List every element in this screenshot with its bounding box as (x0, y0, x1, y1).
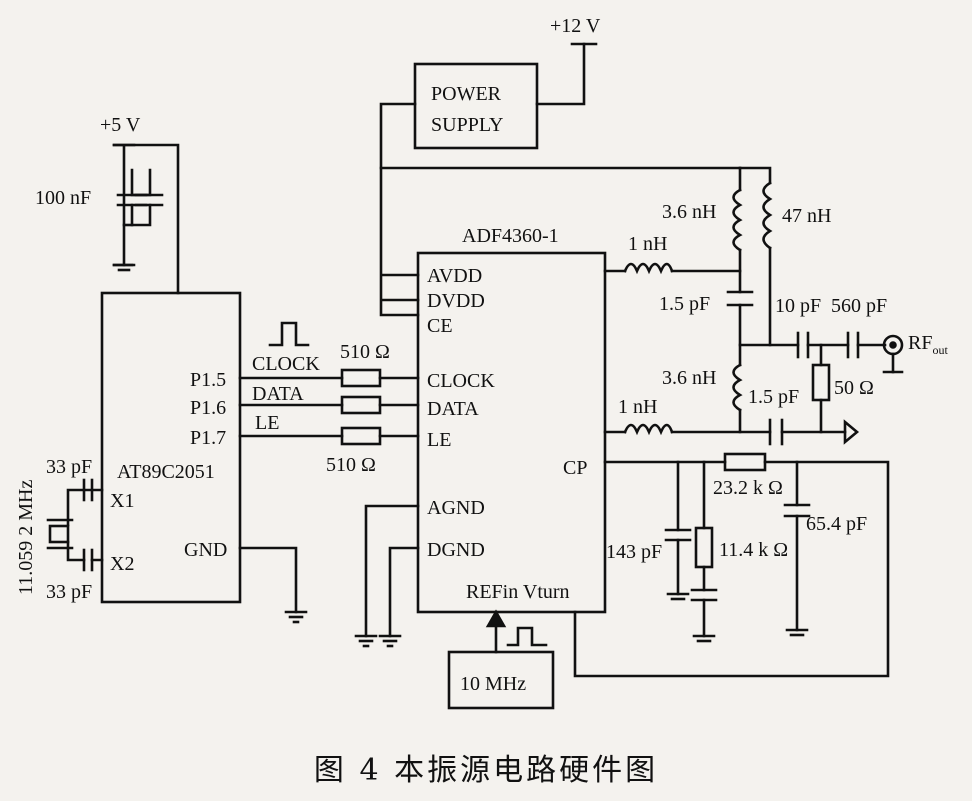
cap-33pf-top-label: 33 pF (46, 456, 92, 478)
ref-osc-block (447, 650, 555, 710)
mcu-p17: P1.7 (190, 427, 226, 449)
net-data: DATA (252, 383, 304, 405)
pin-ce: CE (427, 315, 453, 337)
mcu-p16: P1.6 (190, 397, 226, 419)
ground-icon (692, 634, 716, 643)
capacitor-10pf (796, 331, 810, 359)
pll-chip-block (416, 251, 607, 614)
l-47nh-label: 47 nH (782, 205, 831, 227)
inductor-1nh-top (623, 262, 674, 275)
ground-icon (785, 628, 809, 637)
pin-avdd: AVDD (427, 265, 482, 287)
capacitor-100nf (116, 193, 164, 207)
crystal-label: 11.059 2 MHz (15, 480, 37, 595)
r-23-2k-label: 23.2 k Ω (713, 477, 783, 499)
vcc5-label: +5 V (100, 114, 141, 136)
capacitor-65-4pf (783, 503, 811, 518)
resistor-23-2k (723, 452, 767, 472)
ref-pulse-icon (506, 626, 548, 647)
pin-dvdd: DVDD (427, 290, 485, 312)
capacitor-1-5pf-bottom (768, 418, 784, 446)
ground-icon (378, 634, 402, 648)
capacitor-560pf (846, 331, 860, 359)
c-143pf-label: 143 pF (606, 541, 662, 563)
mcu-gnd: GND (184, 539, 227, 561)
mcu-p15: P1.5 (190, 369, 226, 391)
vcc12-label: +12 V (550, 15, 601, 37)
ground-icon (112, 263, 136, 272)
pin-clock: CLOCK (427, 370, 495, 392)
output-arrow-icon (843, 419, 860, 445)
ground-icon (354, 634, 378, 648)
power-supply-line1: POWER (431, 83, 502, 105)
resistor-le-label: 510 Ω (326, 454, 376, 476)
pin-refin: REFin Vturn (466, 581, 570, 603)
capacitor-33pf-1 (82, 478, 94, 502)
r-11-4k-label: 11.4 k Ω (719, 539, 788, 561)
pin-cp: CP (563, 457, 587, 479)
c-1-5pf-bottom-label: 1.5 pF (748, 386, 799, 408)
mcu-x2: X2 (110, 553, 134, 575)
resistor-clock (340, 368, 382, 388)
ground-icon (284, 610, 308, 624)
net-clock: CLOCK (252, 353, 320, 375)
pin-dgnd: DGND (427, 539, 485, 561)
net-le: LE (255, 412, 279, 434)
l-3-6nh-top-label: 3.6 nH (662, 201, 716, 223)
crystal-symbol (46, 518, 74, 550)
l-1nh-top-label: 1 nH (628, 233, 667, 255)
ref-osc-label: 10 MHz (460, 673, 526, 695)
resistor-clock-label: 510 Ω (340, 341, 390, 363)
cap-33pf-bottom-label: 33 pF (46, 581, 92, 603)
clock-pulse-icon (268, 321, 310, 347)
pin-agnd: AGND (427, 497, 485, 519)
pin-data: DATA (427, 398, 479, 420)
pll-chip-name: ADF4360-1 (462, 225, 559, 247)
mcu-block (100, 291, 242, 604)
pin-le: LE (427, 429, 451, 451)
resistor-data (340, 395, 382, 415)
inductor-3-6nh-bottom (732, 363, 743, 412)
cap-100nf-label: 100 nF (35, 187, 91, 209)
rf-out-connector-icon (882, 334, 904, 374)
l-1nh-bottom-label: 1 nH (618, 396, 657, 418)
wiring (66, 42, 890, 678)
figure-caption: 图 4 本振源电路硬件图 (314, 753, 658, 788)
inductor-3-6nh-top (732, 188, 743, 252)
rf-out-label: RFout (908, 332, 948, 357)
capacitor-143pf (664, 528, 692, 542)
resistor-11-4k (694, 526, 714, 569)
capacitor-33pf-2 (82, 548, 94, 572)
power-supply-block (413, 62, 539, 150)
refin-arrow-icon (485, 609, 507, 628)
inductor-1nh-bottom (623, 423, 674, 436)
resistor-le (340, 426, 382, 446)
c-560pf-label: 560 pF (831, 295, 887, 317)
inductor-47nh (762, 181, 773, 250)
mcu-x1: X1 (110, 490, 134, 512)
r-50-label: 50 Ω (834, 377, 874, 399)
resistor-50-ohm (811, 363, 831, 402)
power-supply-line2: SUPPLY (431, 114, 503, 136)
ground-icon (666, 592, 690, 601)
ground-symbols (112, 263, 809, 648)
c-65-4pf-label: 65.4 pF (806, 513, 867, 535)
c-1-5pf-top-label: 1.5 pF (659, 293, 710, 315)
c-10pf-label: 10 pF (775, 295, 821, 317)
capacitor-series (690, 588, 718, 602)
l-3-6nh-bottom-label: 3.6 nH (662, 367, 716, 389)
mcu-name: AT89C2051 (117, 461, 215, 483)
symbols (46, 42, 904, 647)
capacitor-1-5pf-top (726, 290, 754, 307)
